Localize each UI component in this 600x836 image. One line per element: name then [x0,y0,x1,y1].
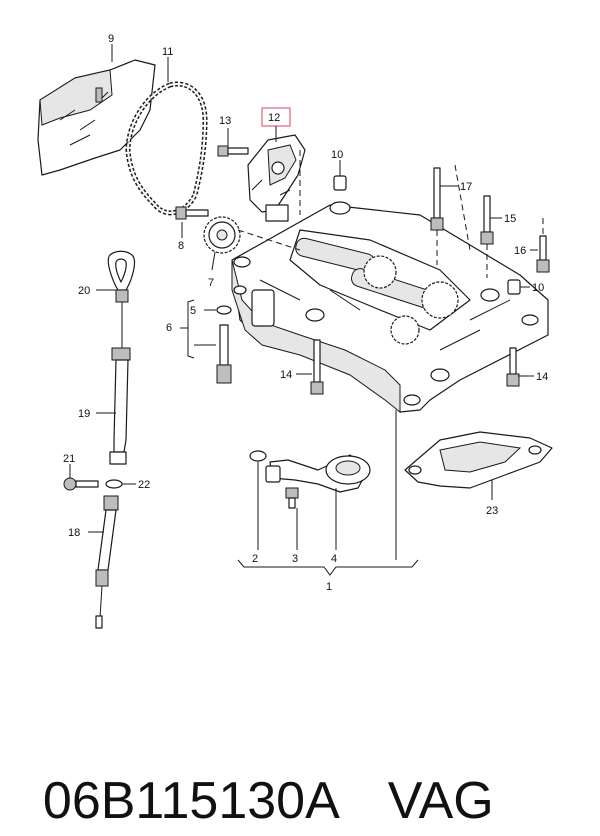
part-number-footer: 06B115130A VAG [14,696,594,830]
callout-11: 11 [162,46,173,58]
callout-13: 13 [219,115,231,127]
part-6-bolt-assembly[interactable] [216,324,232,384]
part-19-dipstick-guide-tube[interactable] [109,347,131,465]
oil-pump-balance-shaft-module[interactable] [231,201,549,414]
part-14-bolt-right[interactable] [506,347,520,387]
part-2-o-ring[interactable] [249,450,267,462]
callout-12: 12 [268,112,280,124]
callout-16: 16 [514,245,526,257]
part-18-lower-guide-tube[interactable] [95,495,119,629]
part-10-dowel-sleeve-right[interactable] [507,279,521,295]
part-1-assembly-bracket [237,559,419,576]
part-23-baffle-plate[interactable] [404,431,553,489]
part-14-bolt-left[interactable] [310,339,324,395]
callout-10-right: 10 [532,282,544,294]
part-13-bolt[interactable] [217,145,249,157]
part-11-timing-chain[interactable] [125,81,208,216]
callout-17: 17 [460,181,472,193]
part-number-text: 06B115130A [42,772,340,830]
part-12-chain-tensioner[interactable] [247,134,306,222]
part-10-dowel-sleeve-top[interactable] [333,175,347,191]
part-15-bolt[interactable] [480,195,494,245]
callout-5: 5 [190,305,196,317]
part-20-dipstick-handle[interactable] [107,250,136,348]
part-16-bolt[interactable] [536,235,550,273]
callout-6: 6 [166,322,172,334]
part-9-chain-guard[interactable] [37,59,156,176]
callout-20: 20 [78,285,90,297]
part-3-bolt[interactable] [285,487,299,509]
exploded-parts-diagram: 9 11 12 13 8 7 20 [37,33,553,629]
part-22-o-ring[interactable] [105,479,123,489]
callout-14-left: 14 [280,369,292,381]
callout-10-top: 10 [331,149,343,161]
callout-23: 23 [486,505,498,517]
part-4-oil-pickup-pipe[interactable] [265,454,371,493]
callout-4: 4 [331,553,337,565]
callout-9: 9 [108,33,114,45]
callout-21: 21 [63,453,75,465]
callout-8: 8 [178,240,184,252]
part-8-bolt[interactable] [175,206,209,220]
callout-3: 3 [292,553,298,565]
callout-22: 22 [138,479,150,491]
callout-19: 19 [78,408,90,420]
callout-1: 1 [326,581,332,593]
part-17-bolt[interactable] [430,167,444,231]
part-21-bolt[interactable] [63,477,99,491]
part-7-sprocket[interactable] [203,216,241,254]
part-5-seal-ring[interactable] [216,305,232,315]
callout-18: 18 [68,527,80,539]
callout-14-right: 14 [536,371,548,383]
callout-15: 15 [504,213,516,225]
callout-2: 2 [252,553,258,565]
brand-text: VAG [387,772,494,830]
callout-7: 7 [208,277,214,289]
